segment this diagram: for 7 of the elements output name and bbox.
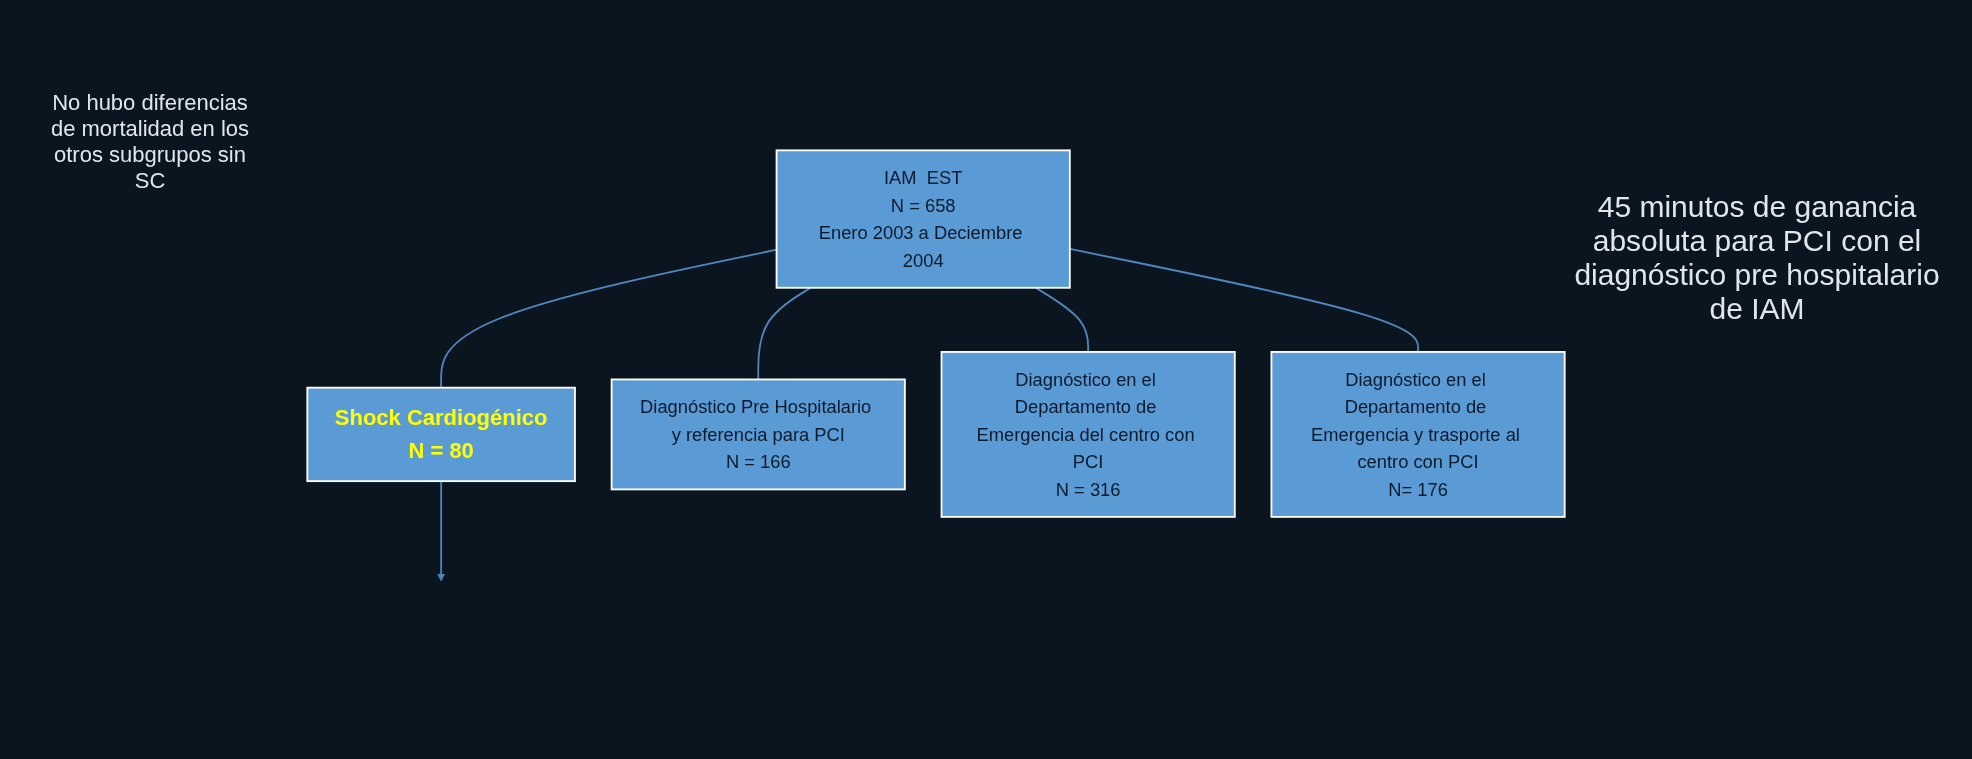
process-box: Diagnóstico en el Departamento de Emergencia y trasporte al centro con PCI N= 176 <box>1270 351 1566 518</box>
note-text: No hubo diferencias de mortalidad en los otros subgrupos sin SC <box>50 90 250 194</box>
process-box: Shock Cardiogénico N = 80 <box>306 386 576 483</box>
process-box: Diagnóstico en el Departamento de Emergencia del centro con PCI N = 316 <box>940 351 1236 518</box>
note-text: 45 minutos de ganancia absoluta para PCI con el diagnóstico pre hospitalario de IAM <box>1573 190 1941 326</box>
process-box: IAM EST N = 658 Enero 2003 a Deciembre 2004 <box>775 149 1071 289</box>
process-box: Diagnóstico Pre Hospitalario y referencia para PCI N = 166 <box>610 378 906 491</box>
